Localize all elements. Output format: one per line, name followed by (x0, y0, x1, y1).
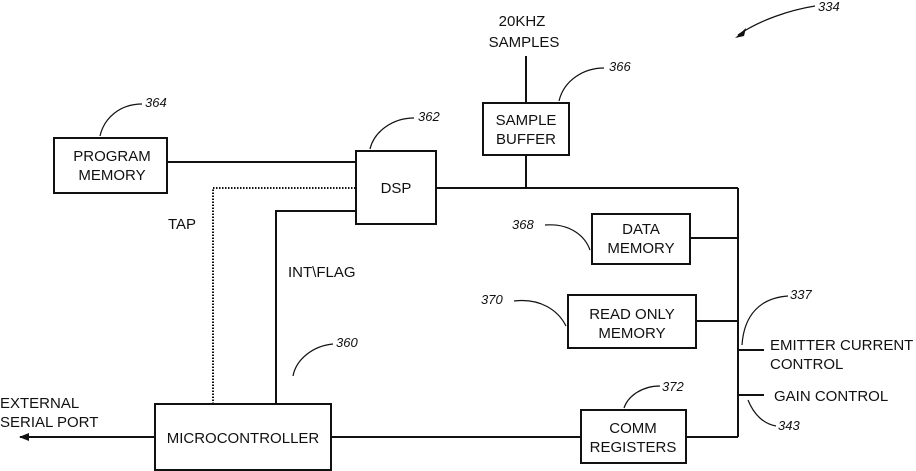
ref-leader-370 (514, 301, 566, 326)
ref-364: 364 (145, 95, 167, 110)
sample-buffer-label-line2: BUFFER (496, 131, 556, 148)
ref-370: 370 (481, 292, 503, 307)
ref-leader-372 (624, 386, 660, 408)
ref-leader-366 (559, 68, 604, 101)
sample-buffer-label-line1: SAMPLE (496, 112, 557, 129)
read-only-memory-label-line1: READ ONLY (589, 306, 675, 323)
emitter-current-label-line1: EMITTER CURRENT (770, 337, 913, 354)
read-only-memory-label-line2: MEMORY (598, 325, 665, 342)
data-memory-label-line1: DATA (622, 221, 660, 238)
ref-337: 337 (790, 287, 812, 302)
ref-368: 368 (512, 217, 534, 232)
dsp-label: DSP (381, 180, 412, 197)
program-memory-label-line1: PROGRAM (73, 148, 151, 165)
ref-362: 362 (418, 109, 440, 124)
ref-leader-360 (293, 344, 333, 376)
ref-leader-364 (100, 104, 142, 136)
int-flag-label: INT\FLAG (288, 264, 356, 281)
data-memory-label-line2: MEMORY (607, 240, 674, 257)
comm-registers-label-line2: REGISTERS (590, 439, 677, 456)
external-label-line1: EXTERNAL (0, 395, 79, 412)
figure-ref-label: 334 (818, 0, 840, 14)
ref-343: 343 (778, 418, 800, 433)
ref-leader-362 (370, 118, 414, 149)
program-memory-label-line2: MEMORY (78, 167, 145, 184)
figure-ref-arrowhead (735, 28, 746, 38)
emitter-current-label-line2: CONTROL (770, 356, 843, 373)
comm-registers-label-line1: COMM (609, 420, 657, 437)
wire-int-flag (276, 211, 356, 404)
samples-label-line2: SAMPLES (489, 34, 560, 51)
microcontroller-label: MICROCONTROLLER (167, 430, 320, 447)
ref-366: 366 (609, 59, 631, 74)
ref-360: 360 (336, 335, 358, 350)
samples-label-line1: 20KHZ (499, 13, 546, 30)
external-label-line2: SERIAL PORT (0, 414, 98, 431)
ref-leader-368 (545, 225, 590, 250)
ref-372: 372 (662, 379, 684, 394)
ref-leader-343 (748, 400, 776, 426)
figure-ref-arrow (738, 6, 815, 35)
wire-tap (213, 188, 356, 404)
gain-control-label: GAIN CONTROL (774, 388, 888, 405)
program-memory-block (54, 138, 167, 193)
tap-label: TAP (168, 216, 196, 233)
